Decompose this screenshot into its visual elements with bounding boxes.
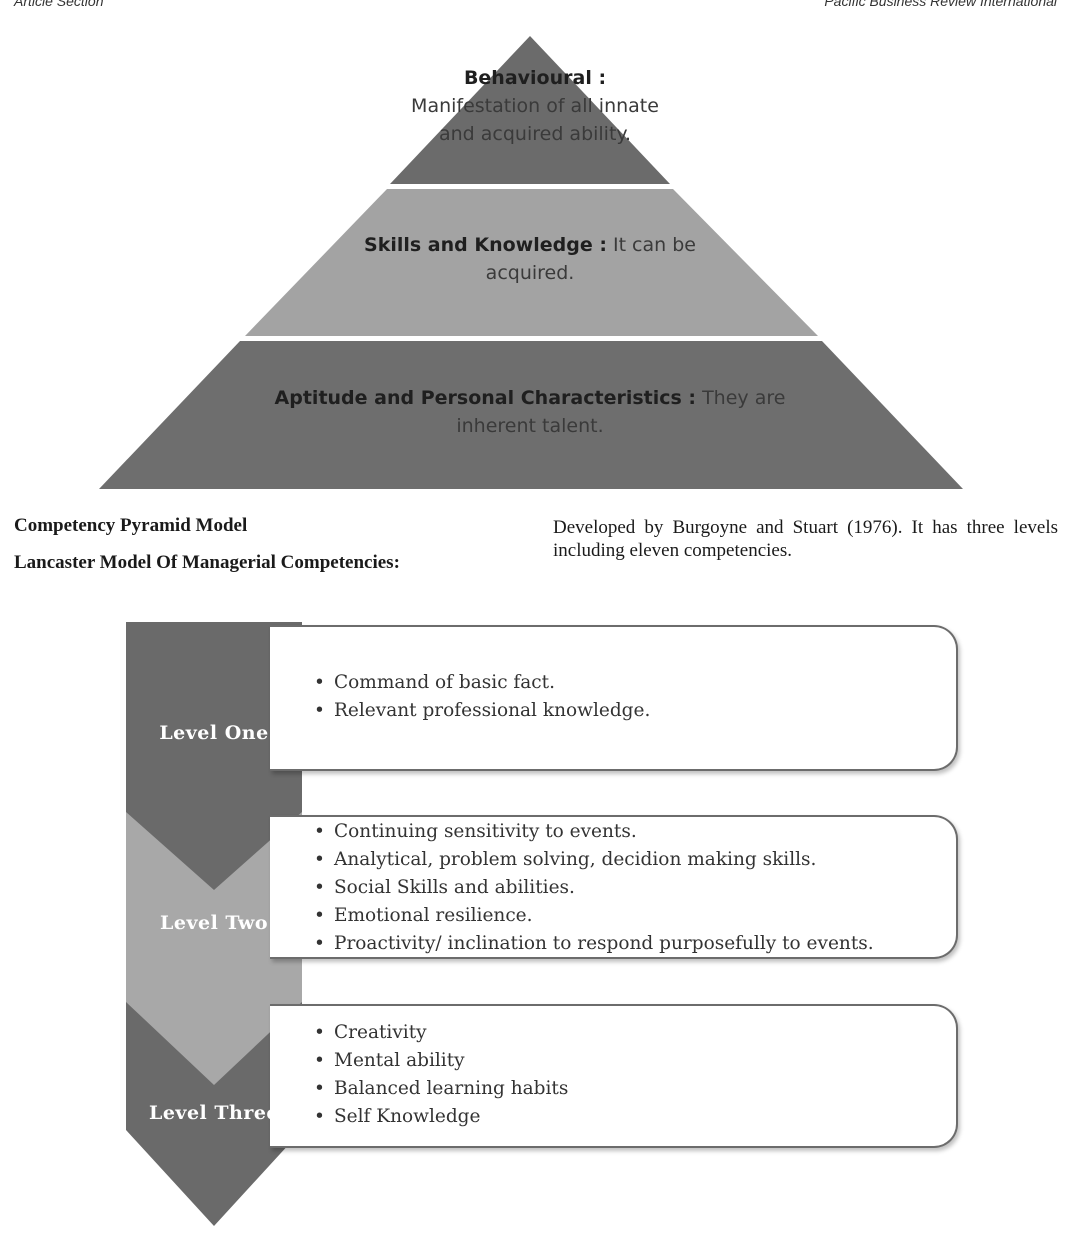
level-three-item: Self Knowledge <box>314 1103 956 1131</box>
figure-title: Competency Pyramid Model <box>14 515 248 536</box>
section-paragraph: Developed by Burgoyne and Stuart (1976).… <box>553 517 1058 561</box>
level-two-item: Social Skills and abilities. <box>314 874 956 902</box>
level-three-item: Creativity <box>314 1019 956 1047</box>
level-two-item: Continuing sensitivity to events. <box>314 818 956 846</box>
pyramid-tier-top <box>390 36 670 184</box>
running-header-right: Pacific Business Review International <box>824 0 1057 9</box>
level-one-item: Command of basic fact. <box>314 669 956 697</box>
level-two-item: Emotional resilience. <box>314 902 956 930</box>
pyramid-heading-bottom: Aptitude and Personal Characteristics : <box>274 387 697 409</box>
level-three-item: Balanced learning habits <box>314 1075 956 1103</box>
level-one-box: Command of basic fact. Relevant professi… <box>270 625 958 771</box>
level-two-label: Level Two <box>160 912 268 934</box>
level-one-label: Level One <box>159 722 269 744</box>
pyramid-tier-bottom <box>99 341 963 489</box>
pyramid-tier-middle <box>245 189 818 336</box>
level-one-item: Relevant professional knowledge. <box>314 697 956 725</box>
pyramid-text-top: Behavioural : Manifestation of all innat… <box>400 64 670 148</box>
pyramid-desc-bottom: They are inherent talent. <box>456 387 786 437</box>
pyramid-desc-middle: It can be acquired. <box>485 234 696 284</box>
level-three-chevron <box>126 1002 302 1226</box>
level-two-item: Proactivity/ inclination to respond purp… <box>314 930 956 958</box>
level-two-item: Analytical, problem solving, decidion ma… <box>314 846 956 874</box>
pyramid-desc-top: Manifestation of all innate and acquired… <box>411 95 659 145</box>
pyramid-text-middle: Skills and Knowledge : It can be acquire… <box>360 231 700 287</box>
level-three-label: Level Three <box>148 1102 280 1124</box>
section-title: Lancaster Model Of Managerial Competenci… <box>14 552 400 573</box>
level-two-box: Continuing sensitivity to events. Analyt… <box>270 815 958 959</box>
pyramid-text-bottom: Aptitude and Personal Characteristics : … <box>240 384 820 440</box>
level-three-item: Mental ability <box>314 1047 956 1075</box>
running-header-left: Article Section <box>14 0 104 9</box>
level-three-box: Creativity Mental ability Balanced learn… <box>270 1004 958 1148</box>
pyramid-heading-middle: Skills and Knowledge : <box>364 234 607 256</box>
pyramid-heading-top: Behavioural : <box>463 67 607 89</box>
